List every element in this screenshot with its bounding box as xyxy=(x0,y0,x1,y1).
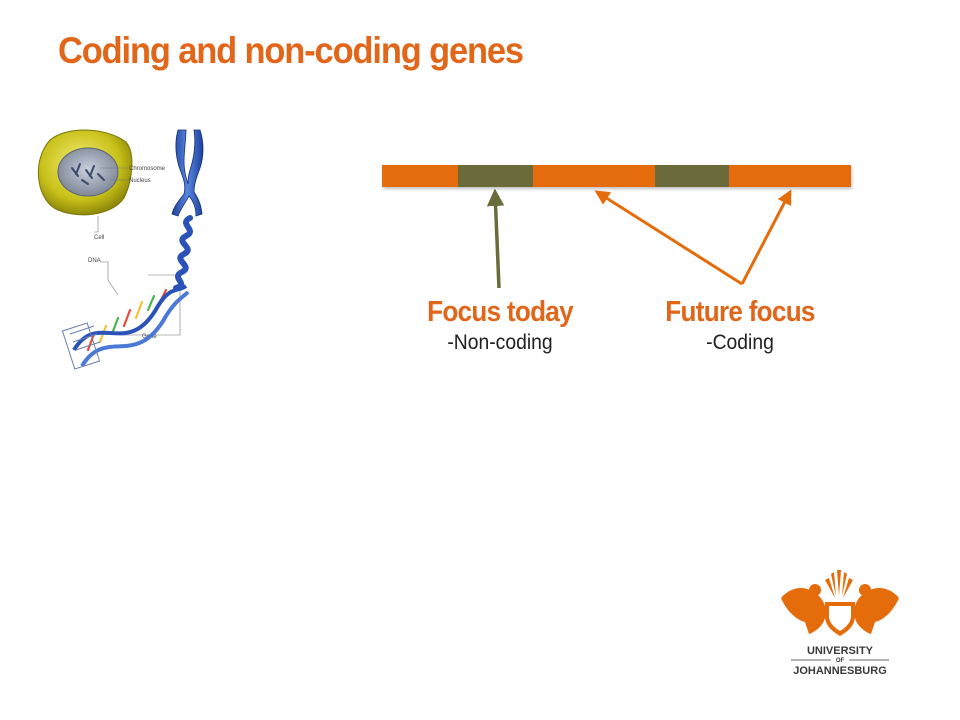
arrow-focus-today xyxy=(486,188,505,289)
gene-segment-coding-1 xyxy=(382,165,458,187)
future-focus-title: Future focus xyxy=(665,296,815,328)
arrow-future-focus-right xyxy=(740,189,792,285)
chromosome-label: Chromosome xyxy=(129,166,166,172)
gene-segment-coding-2 xyxy=(533,165,594,187)
gene-segment-noncoding-1 xyxy=(458,165,533,187)
coiled-dna xyxy=(173,215,193,291)
cell-label: Cell xyxy=(94,235,104,241)
future-focus-block: Future focus -Coding xyxy=(650,296,830,355)
cell-dna-illustration: Chromosome Nucleus Cell DNA Gene xyxy=(37,129,204,370)
dna-ladder-end xyxy=(61,322,101,370)
slide-title: Coding and non-coding genes xyxy=(58,30,524,71)
focus-today-block: Focus today -Non-coding xyxy=(410,296,590,355)
arrow-future-focus-left xyxy=(594,190,743,286)
future-focus-subtitle: -Coding xyxy=(706,331,774,354)
gene-segment-noncoding-2 xyxy=(655,165,729,187)
chromosome-cluster xyxy=(71,163,105,185)
x-chromosome xyxy=(171,129,204,217)
logo-line2: OF xyxy=(836,658,845,664)
dna-label: DNA xyxy=(88,258,101,264)
logo-line1: UNIVERSITY xyxy=(807,645,874,657)
focus-today-title: Focus today xyxy=(427,296,574,328)
university-logo: UNIVERSITY OF JOHANNESBURG xyxy=(781,570,899,677)
gene-segment-coding-3 xyxy=(594,165,655,187)
gene-segment-coding-4 xyxy=(729,165,851,187)
focus-today-subtitle: -Non-coding xyxy=(447,331,553,354)
dna-double-helix xyxy=(61,284,190,370)
logo-line3: JOHANNESBURG xyxy=(793,665,887,677)
nucleus-label: Nucleus xyxy=(129,178,151,184)
